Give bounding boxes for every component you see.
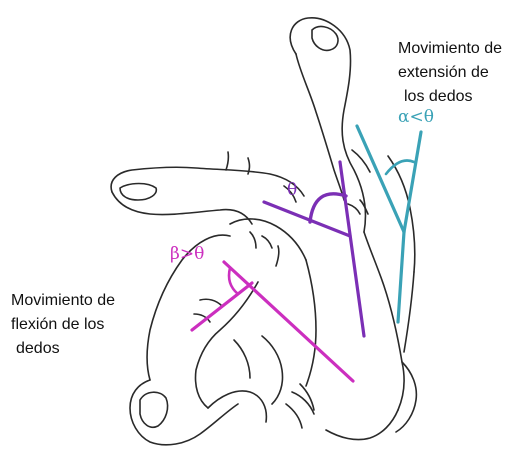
palm-outer-edge: [326, 410, 398, 440]
hand-back-edge-2: [404, 272, 414, 352]
thumb-outline: [130, 380, 238, 445]
index-finger-outline-back: [296, 54, 344, 200]
theta-angle-label: θ: [287, 180, 297, 200]
hand-sketch: [111, 18, 416, 445]
index-fingernail: [312, 27, 338, 51]
extension-label-line-3: los dedos: [404, 86, 473, 107]
extension-line-left: [357, 126, 404, 232]
theta-line-horizontal: [264, 202, 350, 236]
theta-angle-arc: [310, 194, 346, 222]
extension-label-line-1: Movimiento de: [398, 38, 502, 59]
extension-line-right: [404, 132, 421, 232]
wrist-line: [396, 362, 416, 432]
ring-knuckle-marks: [250, 232, 279, 266]
extension-line-stem: [398, 232, 404, 322]
palm-crease-1: [262, 336, 283, 404]
middle-finger-underside: [112, 192, 252, 224]
extension-angle-arc: [386, 161, 414, 175]
thumb-back: [208, 391, 266, 422]
index-knuckle-mark: [352, 150, 370, 172]
flexion-line-long: [224, 262, 353, 381]
middle-fingernail: [120, 184, 156, 201]
palm-crease-2: [234, 340, 250, 378]
extension-label-line-2: extensión de: [398, 62, 489, 83]
middle-knuckle-marks: [226, 152, 296, 202]
thumb-nail: [140, 392, 168, 427]
flexion-label-line-1: Movimiento de: [11, 290, 115, 311]
ring-finger-outline: [230, 219, 306, 260]
beta-angle-label: β>θ: [170, 244, 204, 264]
flexion-label-line-2: flexión de los: [11, 314, 104, 335]
flexion-line-cross: [192, 283, 252, 330]
middle-finger-outline: [111, 167, 304, 196]
alpha-angle-label: α<θ: [398, 107, 434, 127]
flexion-label-line-3: dedos: [16, 338, 60, 359]
palm-inner-line: [306, 260, 316, 386]
wrist-marks: [286, 384, 314, 428]
theta-line-vertical: [340, 162, 364, 336]
flexion-angle-lines: [192, 262, 353, 381]
